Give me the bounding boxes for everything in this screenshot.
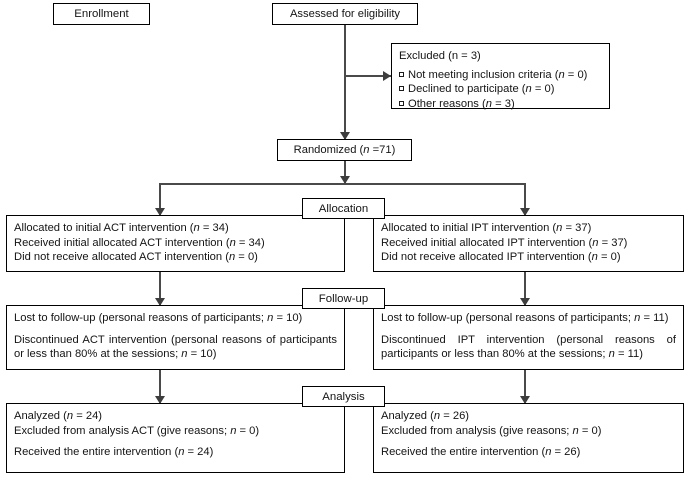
arrow-followup-to-analysis-left	[155, 396, 165, 404]
box-allocation-left: Allocated to initial ACT intervention (n…	[6, 215, 345, 272]
allocation-line: Did not receive allocated IPT interventi…	[381, 251, 621, 264]
box-randomized: Randomized (n =71)	[277, 139, 412, 161]
connector-followup-to-analysis-left	[159, 370, 161, 403]
arrow-alloc-to-followup-left	[155, 298, 165, 306]
allocation-line: Allocated to initial ACT intervention (n…	[14, 222, 229, 234]
arrow-assessed-to-excluded	[383, 71, 391, 81]
excluded-item: Other reasons (n = 3)	[399, 97, 602, 112]
analysis-line: Analyzed (n = 26)	[381, 410, 470, 422]
arrow-randomized-down	[340, 176, 350, 184]
connector-assessed-to-excluded	[344, 75, 392, 77]
stage-label-allocation: Allocation	[302, 198, 385, 219]
allocation-line: Did not receive allocated ACT interventi…	[14, 251, 258, 264]
followup-discontinued-line: Discontinued IPT intervention (personal …	[381, 333, 676, 361]
spacer	[381, 438, 676, 445]
analysis-line: Excluded from analysis (give reasons; n …	[381, 424, 602, 437]
analysis-line: Analyzed (n = 24)	[14, 410, 103, 422]
box-followup-left: Lost to follow-up (personal reasons of p…	[6, 305, 345, 370]
allocation-line: Received initial allocated IPT intervent…	[381, 236, 628, 249]
stage-label-analysis: Analysis	[302, 386, 385, 407]
spacer	[14, 326, 337, 333]
connector-followup-to-analysis-right	[524, 370, 526, 403]
stage-label-followup: Follow-up	[302, 288, 385, 309]
box-followup-right: Lost to follow-up (personal reasons of p…	[373, 305, 684, 370]
box-assessed-for-eligibility: Assessed for eligibility	[272, 3, 418, 25]
excluded-heading: Excluded (n = 3)	[399, 50, 481, 62]
spacer	[14, 438, 337, 445]
connector-branch-left	[159, 183, 161, 215]
followup-lost-line: Lost to follow-up (personal reasons of p…	[14, 312, 303, 324]
arrow-followup-to-analysis-right	[520, 396, 530, 404]
excluded-item: Declined to participate (n = 0)	[399, 82, 602, 97]
randomized-label: Randomized (n =71)	[293, 143, 396, 156]
analysis-line: Excluded from analysis ACT (give reasons…	[14, 424, 260, 437]
connector-assessed-to-randomized	[344, 25, 346, 140]
arrow-branch-right	[520, 208, 530, 216]
followup-discontinued-line: Discontinued ACT intervention (personal …	[14, 333, 337, 361]
assessed-label: Assessed for eligibility	[289, 7, 401, 20]
allocation-line: Allocated to initial IPT intervention (n…	[381, 222, 592, 234]
allocation-line: Received initial allocated ACT intervent…	[14, 236, 265, 249]
box-analysis-right: Analyzed (n = 26) Excluded from analysis…	[373, 403, 684, 473]
stage-label-analysis-text: Analysis	[322, 390, 365, 403]
arrow-branch-left	[155, 208, 165, 216]
checkbox-square-icon	[399, 100, 404, 106]
arrow-assessed-to-randomized	[340, 132, 350, 140]
stage-label-followup-text: Follow-up	[318, 292, 369, 305]
box-excluded: Excluded (n = 3) Not meeting inclusion c…	[391, 43, 610, 112]
followup-lost-line: Lost to follow-up (personal reasons of p…	[381, 312, 669, 324]
connector-randomized-down	[344, 160, 346, 183]
connector-branch-right	[524, 183, 526, 215]
spacer	[381, 326, 676, 333]
connector-alloc-to-followup-right	[524, 272, 526, 305]
stage-label-allocation-text: Allocation	[318, 202, 369, 215]
stage-label-enrollment: Enrollment	[53, 3, 150, 25]
analysis-line: Received the entire intervention (n = 24…	[14, 446, 214, 459]
excluded-item: Not meeting inclusion criteria (n = 0)	[399, 68, 602, 83]
box-analysis-left: Analyzed (n = 24) Excluded from analysis…	[6, 403, 345, 473]
arrow-alloc-to-followup-right	[520, 298, 530, 306]
analysis-line: Received the entire intervention (n = 26…	[381, 446, 581, 459]
checkbox-square-icon	[399, 71, 404, 77]
box-allocation-right: Allocated to initial IPT intervention (n…	[373, 215, 684, 272]
checkbox-square-icon	[399, 86, 404, 92]
connector-alloc-to-followup-left	[159, 272, 161, 305]
stage-label-enrollment-text: Enrollment	[74, 8, 129, 20]
